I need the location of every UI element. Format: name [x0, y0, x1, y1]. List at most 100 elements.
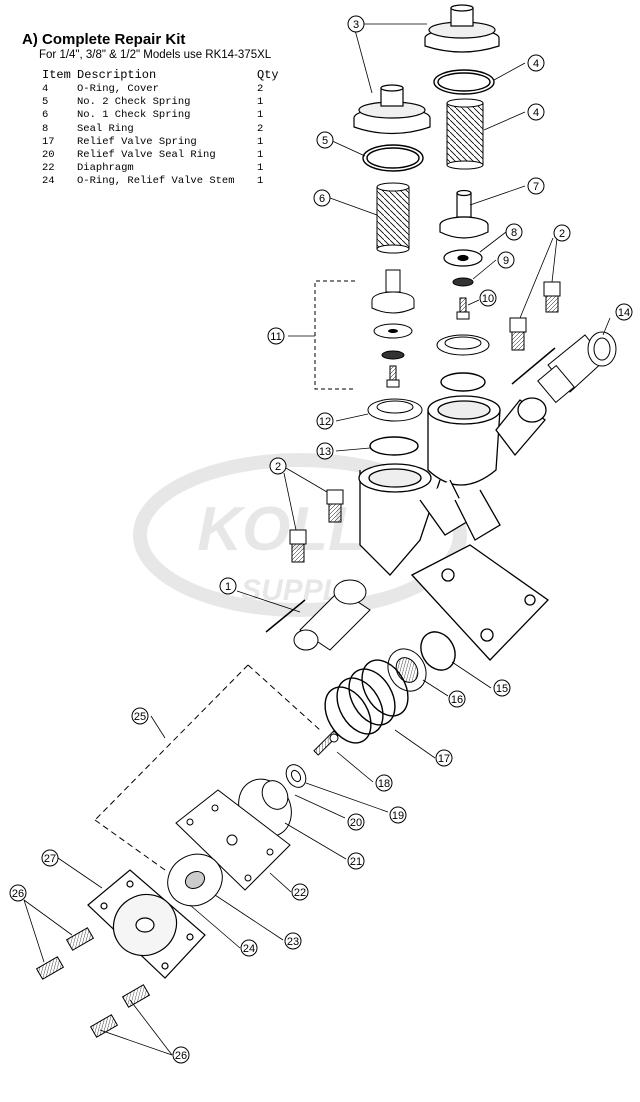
- cell-item: 17: [42, 135, 55, 148]
- table-row: 17 Relief Valve Spring 1: [42, 136, 287, 149]
- callout-20: 20: [347, 813, 365, 831]
- callout-circle: [527, 177, 545, 195]
- callout-circle: [267, 327, 285, 345]
- table-header-row: Item Description Qty: [42, 68, 287, 83]
- part-12-seat-ring: [367, 398, 423, 422]
- callout-2: 2: [269, 457, 287, 475]
- callout-26: 26: [9, 884, 27, 902]
- callout-21: 21: [347, 852, 365, 870]
- part-19-washer: [285, 764, 307, 788]
- cell-qty: 1: [257, 149, 264, 162]
- part-5-spring: [446, 98, 484, 170]
- cell-item: 6: [42, 109, 49, 122]
- part-6-spring: [376, 182, 410, 254]
- cell-item: 8: [42, 122, 49, 135]
- callout-4: 4: [527, 103, 545, 121]
- part-14-ball-valve: [511, 331, 617, 404]
- callout-number: 23: [287, 936, 299, 948]
- callout-circle: [497, 251, 515, 269]
- callout-number: 16: [451, 694, 463, 706]
- column-header-description: Description: [77, 68, 157, 82]
- callout-26: 26: [172, 1046, 190, 1064]
- callout-circle: [9, 884, 27, 902]
- callout-10: 10: [479, 289, 497, 307]
- part-17-relief-spring: [324, 659, 409, 744]
- callout-number: 15: [496, 683, 508, 695]
- callout-circle: [493, 679, 511, 697]
- part-3-cover-upper: [424, 4, 500, 53]
- callout-circle: [527, 54, 545, 72]
- callout-2: 2: [553, 224, 571, 242]
- callout-circle: [615, 303, 633, 321]
- cell-qty: 1: [257, 96, 264, 109]
- cell-item: 5: [42, 96, 49, 109]
- callout-12: 12: [316, 412, 334, 430]
- cell-description: No. 2 Check Spring: [77, 96, 191, 109]
- cell-qty: 2: [257, 83, 264, 95]
- callout-13: 13: [316, 442, 334, 460]
- part-10-screw: [456, 297, 470, 320]
- callout-number: 17: [438, 753, 450, 765]
- callout-number: 12: [319, 416, 331, 428]
- part-8-seal-ring: [443, 249, 483, 267]
- callout-1: 1: [219, 577, 237, 595]
- callout-11: 11: [267, 327, 285, 345]
- callout-layer: 3454768921014111213211516251718192021222…: [9, 15, 633, 1064]
- callout-number: 4: [533, 58, 539, 70]
- callout-number: 14: [618, 307, 630, 319]
- callout-4: 4: [527, 54, 545, 72]
- kit-title: A) Complete Repair Kit: [22, 31, 186, 48]
- callout-23: 23: [284, 932, 302, 950]
- part-23-relief-disc: [167, 853, 223, 907]
- callout-number: 18: [378, 778, 390, 790]
- callout-15: 15: [493, 679, 511, 697]
- callout-circle: [313, 189, 331, 207]
- callout-number: 26: [175, 1050, 187, 1062]
- callout-circle: [448, 690, 466, 708]
- callout-number: 26: [12, 888, 24, 900]
- part-3-cover-lower: [353, 84, 431, 135]
- cell-qty: 1: [257, 135, 264, 148]
- callout-circle: [316, 412, 334, 430]
- callout-7: 7: [527, 177, 545, 195]
- callout-number: 7: [533, 181, 539, 193]
- part-11-check-assembly: [314, 269, 415, 390]
- callout-5: 5: [316, 131, 334, 149]
- callout-circle: [435, 749, 453, 767]
- cell-qty: 1: [257, 109, 264, 122]
- part-2-test-cock-left: [289, 489, 344, 563]
- cell-qty: 2: [257, 122, 264, 135]
- callout-9: 9: [497, 251, 515, 269]
- part-26-screws: [35, 927, 151, 1038]
- callout-8: 8: [505, 223, 523, 241]
- callout-number: 13: [319, 446, 331, 458]
- cell-description: Diaphragm: [77, 162, 134, 175]
- callout-circle: [479, 289, 497, 307]
- cell-qty: 1: [257, 162, 264, 175]
- callout-circle: [131, 707, 149, 725]
- callout-number: 6: [319, 193, 325, 205]
- callout-22: 22: [291, 883, 309, 901]
- cell-description: Relief Valve Spring: [77, 135, 197, 148]
- cell-description: O-Ring, Relief Valve Stem: [77, 175, 235, 188]
- part-4-oring-lower: [362, 144, 424, 172]
- part-1-ball-valve: [265, 579, 371, 651]
- callout-17: 17: [435, 749, 453, 767]
- callout-circle: [316, 442, 334, 460]
- callout-25: 25: [131, 707, 149, 725]
- callout-circle: [553, 224, 571, 242]
- kit-subtitle: For 1/4", 3/8" & 1/2" Models use RK14-37…: [39, 49, 272, 61]
- callout-circle: [269, 457, 287, 475]
- callout-27: 27: [41, 849, 59, 867]
- cell-description: No. 1 Check Spring: [77, 109, 191, 122]
- cell-description: O-Ring, Cover: [77, 83, 159, 95]
- callout-circle: [240, 939, 258, 957]
- part-18-bolt: [313, 730, 339, 756]
- part-9-washer: [452, 277, 474, 287]
- part-25-relief-assembly: [94, 664, 321, 871]
